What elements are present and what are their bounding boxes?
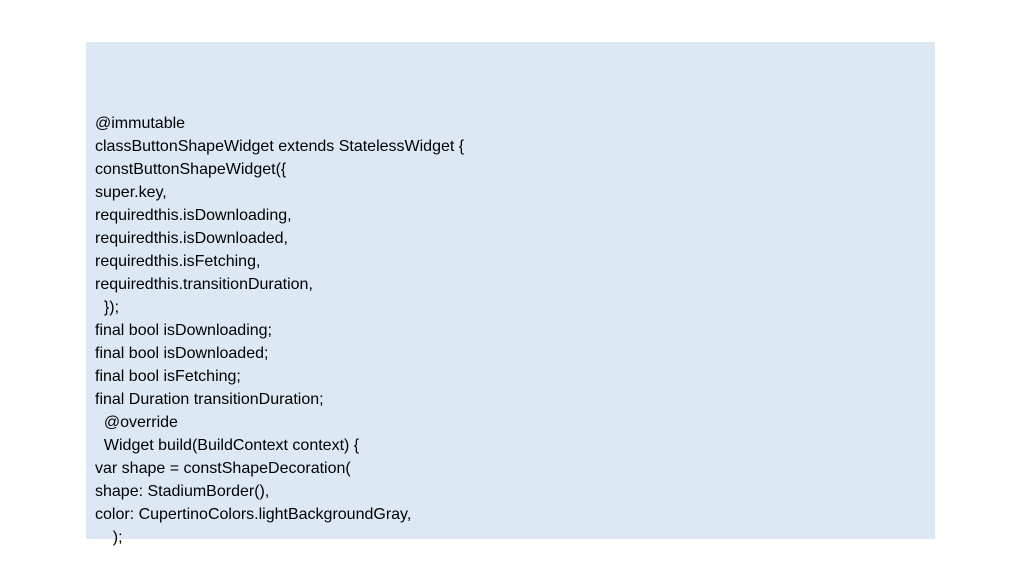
code-block: @immutable classButtonShapeWidget extend… <box>86 42 935 546</box>
code-line: final bool isDownloaded; <box>95 345 269 362</box>
code-line: Widget build(BuildContext context) { <box>95 437 360 454</box>
code-line: classButtonShapeWidget extends Stateless… <box>95 138 465 155</box>
code-line: super.key, <box>95 184 167 201</box>
code-lines: @immutable classButtonShapeWidget extend… <box>95 112 935 549</box>
code-line: final bool isFetching; <box>95 368 241 385</box>
code-line: requiredthis.isDownloading, <box>95 207 292 224</box>
code-line: constButtonShapeWidget({ <box>95 161 287 178</box>
code-line: ); <box>95 529 123 546</box>
code-line: requiredthis.transitionDuration, <box>95 276 313 293</box>
code-line: @override <box>95 414 178 431</box>
code-line: }); <box>95 299 120 316</box>
code-line: @immutable <box>95 115 186 132</box>
code-line: final bool isDownloading; <box>95 322 272 339</box>
code-line: var shape = constShapeDecoration( <box>95 460 351 477</box>
code-line: shape: StadiumBorder(), <box>95 483 270 500</box>
code-line: requiredthis.isFetching, <box>95 253 261 270</box>
code-line: requiredthis.isDownloaded, <box>95 230 288 247</box>
code-line: color: CupertinoColors.lightBackgroundGr… <box>95 506 412 523</box>
code-line: final Duration transitionDuration; <box>95 391 324 408</box>
